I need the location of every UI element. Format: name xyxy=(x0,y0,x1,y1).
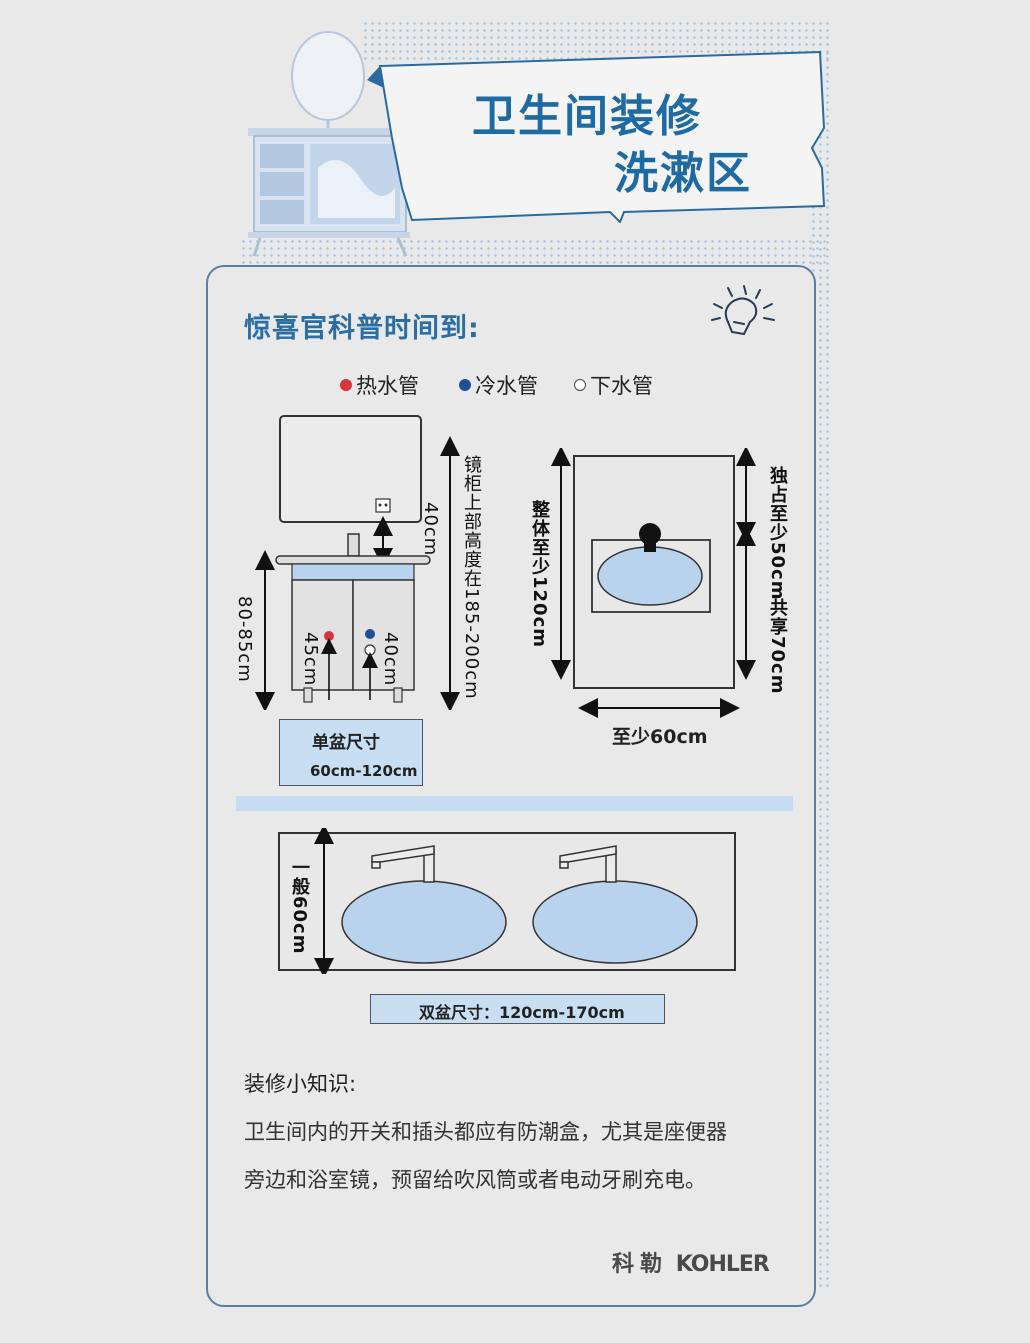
tips-heading: 装修小知识: xyxy=(244,1072,357,1096)
vanity-illustration xyxy=(248,31,410,257)
legend-hot: 热水管 xyxy=(340,370,419,400)
exclusive-length-label: 独占至少50cm xyxy=(767,466,788,601)
cold-pipe-height-label: 40cm xyxy=(380,632,401,687)
legend-drain: 下水管 xyxy=(574,370,653,400)
total-length-label: 整体至少120cm xyxy=(529,500,550,648)
mirror-height-label: 镜柜上部高度在185-200cm xyxy=(461,455,482,700)
title-line-2: 洗漱区 xyxy=(614,148,752,199)
tips-line-2: 旁边和浴室镜，预留给吹风筒或者电动牙刷充电。 xyxy=(244,1168,706,1192)
brand-en: KOHLER xyxy=(675,1252,770,1277)
single-basin-front-view xyxy=(255,415,460,710)
cold-pipe-dot-icon xyxy=(459,379,471,391)
legend-cold-label: 冷水管 xyxy=(475,374,538,398)
legend-drain-label: 下水管 xyxy=(590,374,653,398)
single-basin-top-view xyxy=(551,448,756,718)
title-banner-shape xyxy=(367,50,826,223)
mirror-gap-label: 40cm xyxy=(420,502,441,557)
tips-line-1: 卫生间内的开关和插头都应有防潮盒，尤其是座便器 xyxy=(244,1120,727,1144)
single-basin-size-title: 单盆尺寸 xyxy=(312,733,380,753)
double-basin-size-label: 双盆尺寸：120cm-170cm xyxy=(419,1003,625,1022)
title-line-1: 卫生间装修 xyxy=(472,91,702,142)
dot-pattern-mid xyxy=(240,238,830,266)
double-basin-view xyxy=(278,828,736,974)
section-divider xyxy=(236,796,793,811)
shared-length-label: 共享70cm xyxy=(767,598,788,695)
double-basin-size-box: 双盆尺寸：120cm-170cm xyxy=(370,994,665,1024)
single-basin-size-value: 60cm-120cm xyxy=(310,762,418,780)
brand-logo: 科勒 KOHLER xyxy=(612,1246,770,1278)
hot-pipe-dot-icon xyxy=(340,379,352,391)
hot-pipe-height-label: 45cm xyxy=(300,632,321,687)
card-heading: 惊喜官科普时间到: xyxy=(244,313,480,344)
lightbulb-icon xyxy=(711,285,775,336)
double-basin-depth-label: 一般60cm xyxy=(289,858,310,955)
legend-cold: 冷水管 xyxy=(459,370,538,400)
info-card xyxy=(206,265,816,1307)
width-label: 至少60cm xyxy=(612,726,708,748)
brand-cn: 科勒 xyxy=(612,1252,669,1277)
single-basin-size-box: 单盆尺寸 60cm-120cm xyxy=(279,719,423,786)
legend-hot-label: 热水管 xyxy=(356,374,419,398)
drain-pipe-dot-icon xyxy=(574,379,586,391)
counter-height-label: 80-85cm xyxy=(234,596,255,683)
